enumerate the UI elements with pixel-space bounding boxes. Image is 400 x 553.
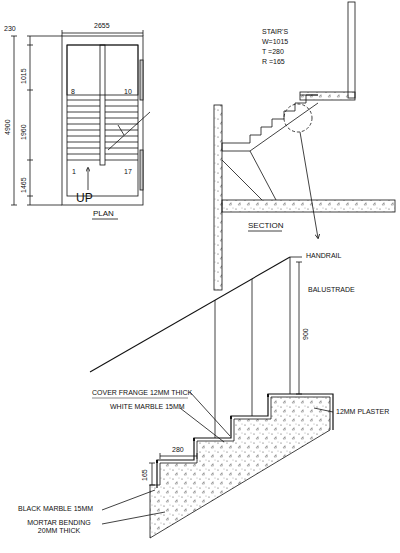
direction-label: UP (76, 192, 93, 205)
step-number: 10 (124, 88, 132, 96)
spec-note: T =280 (262, 48, 284, 56)
dimension: 165 (141, 469, 149, 481)
dimension: 4900 (4, 119, 12, 135)
dimension: 1960 (20, 124, 28, 140)
view-title: PLAN (93, 210, 114, 219)
part-label: 12MM PLASTER (336, 408, 389, 416)
part-label: BALUSTRADE (308, 286, 355, 294)
dimension: 1015 (20, 68, 28, 84)
part-label: WHITE MARBLE 15MM (110, 403, 185, 411)
part-label: HANDRAIL (306, 252, 341, 260)
view-title: SECTION (248, 222, 284, 231)
dimension: 900 (302, 328, 310, 340)
spec-note: STAIR'S (262, 28, 288, 36)
dimension: 230 (4, 25, 16, 33)
step-number: 1 (72, 168, 76, 176)
spec-note: R =165 (262, 58, 285, 66)
part-label: BLACK MARBLE 15MM (18, 505, 93, 513)
dimension: 280 (172, 446, 184, 454)
spec-note: W=1015 (262, 38, 288, 46)
dimension: 2655 (94, 22, 110, 30)
dimension: 1465 (20, 177, 28, 193)
part-label: COVER FRANGE 12MM THICK (92, 389, 192, 397)
part-label: MORTAR BENDING 20MM THICK (18, 519, 100, 534)
step-number: 17 (124, 168, 132, 176)
step-number: 8 (71, 88, 75, 96)
